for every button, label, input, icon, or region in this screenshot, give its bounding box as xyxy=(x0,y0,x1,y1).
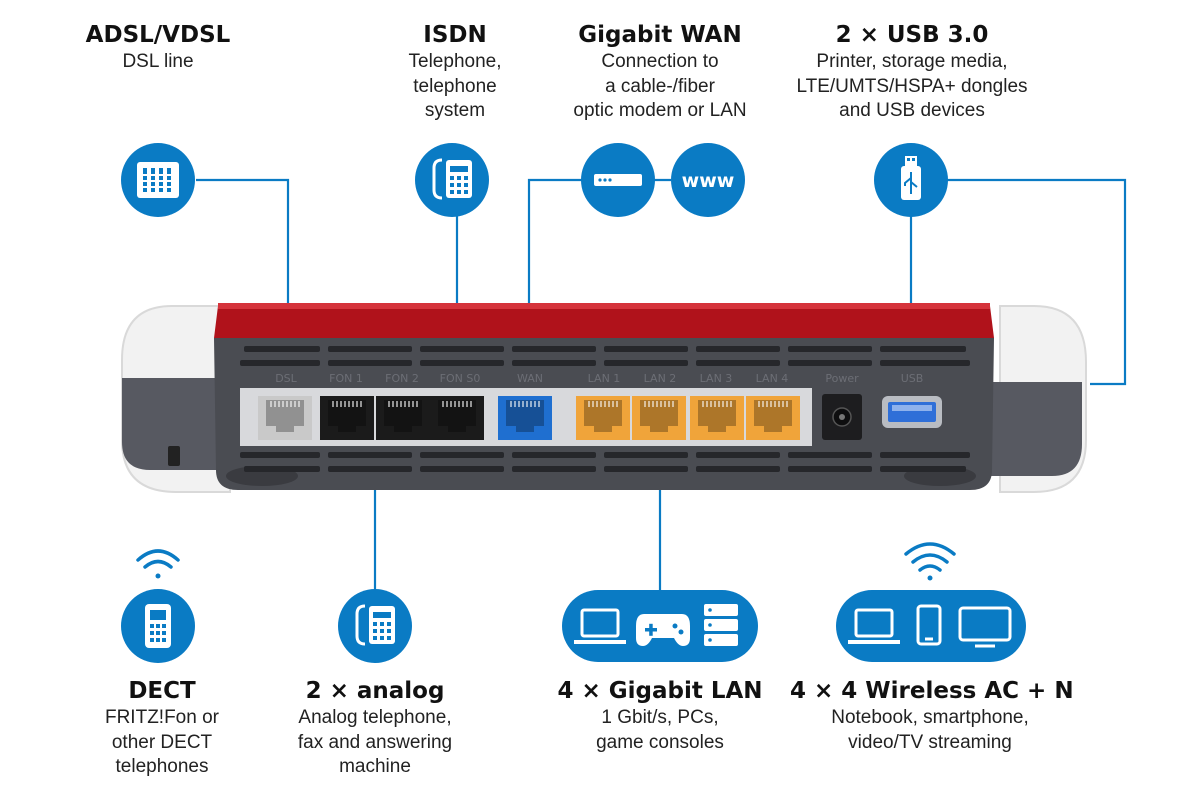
usb-stick-icon xyxy=(901,156,921,200)
desk-phone-icon xyxy=(432,158,472,200)
port-label-lan3: LAN 3 xyxy=(700,372,733,385)
router-vents-top xyxy=(240,346,970,366)
fon2-port[interactable] xyxy=(376,396,430,440)
feature-title: ISDN xyxy=(423,22,487,48)
router-back-panel: DSL FON 1 FON 2 FON S0 WAN LAN 1 LAN 2 L… xyxy=(121,303,1087,493)
dsl-icon-circle xyxy=(121,143,195,217)
dsl-port[interactable] xyxy=(258,396,312,440)
feature-title: 2 × analog xyxy=(305,678,445,704)
feature-title: 4 × Gigabit LAN xyxy=(557,678,763,704)
lan-icon-pill xyxy=(562,590,758,662)
server-icon xyxy=(704,604,738,646)
www-icon: www xyxy=(682,170,735,192)
feature-desc-line: 1 Gbit/s, PCs, xyxy=(601,707,719,728)
modem-icon-circle xyxy=(581,143,655,217)
modem-icon xyxy=(594,174,642,186)
wireless-icon-pill xyxy=(836,590,1026,662)
feature-title: DECT xyxy=(128,678,196,704)
feature-dect: DECT FRITZ!Fon or other DECT telephones xyxy=(62,676,262,780)
feature-title: ADSL/VDSL xyxy=(85,22,231,48)
www-icon-circle: www xyxy=(671,143,745,217)
feature-desc-line: system xyxy=(424,100,486,121)
isdn-icon-circle xyxy=(415,143,489,217)
feature-title: 2 × USB 3.0 xyxy=(835,22,989,48)
router-latch xyxy=(168,446,180,466)
feature-desc-line: and USB devices xyxy=(839,100,985,121)
usb-side-connector-line xyxy=(943,178,1127,386)
laptop-icon xyxy=(848,608,900,644)
feature-desc-line: DSL line xyxy=(122,51,194,72)
port-label-fon2: FON 2 xyxy=(385,372,419,385)
port-label-lan1: LAN 1 xyxy=(588,372,621,385)
desk-phone-icon xyxy=(355,604,395,646)
fons0-port[interactable] xyxy=(430,396,484,440)
usb-icon-circle xyxy=(874,143,948,217)
gamepad-icon xyxy=(636,614,690,646)
usb-port[interactable] xyxy=(882,396,942,428)
feature-wireless: 4 × 4 Wireless AC + N Notebook, smartpho… xyxy=(790,676,1074,755)
port-label-lan2: LAN 2 xyxy=(644,372,677,385)
router-right-grey xyxy=(990,382,1082,476)
lan2-port[interactable] xyxy=(632,396,686,440)
feature-desc-line: video/TV streaming xyxy=(848,731,1012,753)
feature-title: 4 × 4 Wireless AC + N xyxy=(790,678,1074,704)
port-label-power: Power xyxy=(825,372,859,385)
feature-desc-line: Notebook, smartphone, xyxy=(831,707,1029,728)
dsl-port-icon xyxy=(137,162,179,198)
feature-gigabit-wan: Gigabit WAN Connection to a cable-/fiber… xyxy=(540,20,780,124)
feature-desc-line: Analog telephone, xyxy=(298,707,452,728)
feature-gigabit-lan: 4 × Gigabit LAN 1 Gbit/s, PCs, game cons… xyxy=(540,676,780,755)
router-red-band xyxy=(214,306,994,338)
cordless-phone-icon xyxy=(145,604,171,648)
monitor-icon xyxy=(958,606,1012,648)
analog-icon-circle xyxy=(338,589,412,663)
router-vents-bottom xyxy=(240,452,970,472)
dsl-connector-line xyxy=(196,178,290,360)
feature-desc-line: telephones xyxy=(115,756,209,777)
power-port[interactable] xyxy=(822,394,862,440)
feature-desc-line: FRITZ!Fon or xyxy=(104,707,219,728)
feature-desc-line: machine xyxy=(339,756,411,777)
feature-desc-line: fax and answering xyxy=(297,731,453,753)
feature-desc-line: Connection to xyxy=(601,51,719,72)
fon1-port[interactable] xyxy=(320,396,374,440)
ports xyxy=(258,396,800,440)
port-label-fons0: FON S0 xyxy=(440,372,481,385)
lan4-port[interactable] xyxy=(746,396,800,440)
port-label-dsl: DSL xyxy=(275,372,297,385)
smartphone-icon xyxy=(916,604,942,646)
wan-port[interactable] xyxy=(498,396,552,440)
feature-desc-line: other DECT xyxy=(111,731,213,753)
feature-desc-line: game consoles xyxy=(596,731,724,753)
wifi-icon-dect xyxy=(136,549,180,579)
laptop-icon xyxy=(574,608,626,644)
wan-connector-line xyxy=(527,178,583,360)
feature-usb: 2 × USB 3.0 Printer, storage media, LTE/… xyxy=(772,20,1052,124)
feature-adsl-vdsl: ADSL/VDSL DSL line xyxy=(58,20,258,75)
port-label-strip: DSL FON 1 FON 2 FON S0 WAN LAN 1 LAN 2 L… xyxy=(275,372,923,385)
feature-desc-line: Telephone, xyxy=(408,51,502,72)
port-label-wan: WAN xyxy=(517,372,543,385)
lan3-port[interactable] xyxy=(690,396,744,440)
port-label-fon1: FON 1 xyxy=(329,372,363,385)
router-left-grey xyxy=(122,378,218,470)
feature-analog: 2 × analog Analog telephone, fax and ans… xyxy=(265,676,485,780)
feature-desc-line: a cable-/fiber xyxy=(605,75,715,97)
lan1-port[interactable] xyxy=(576,396,630,440)
feature-desc-line: Printer, storage media, xyxy=(816,51,1008,72)
wifi-icon-wireless xyxy=(904,542,956,581)
feature-title: Gigabit WAN xyxy=(578,22,742,48)
feature-desc-line: optic modem or LAN xyxy=(573,100,747,121)
feature-isdn: ISDN Telephone, telephone system xyxy=(355,20,555,124)
feature-desc-line: telephone xyxy=(413,75,497,97)
router-red-highlight xyxy=(218,303,990,309)
port-label-usb: USB xyxy=(901,372,924,385)
feature-desc-line: LTE/UMTS/HSPA+ dongles xyxy=(796,75,1028,97)
dect-icon-circle xyxy=(121,589,195,663)
port-label-lan4: LAN 4 xyxy=(756,372,789,385)
